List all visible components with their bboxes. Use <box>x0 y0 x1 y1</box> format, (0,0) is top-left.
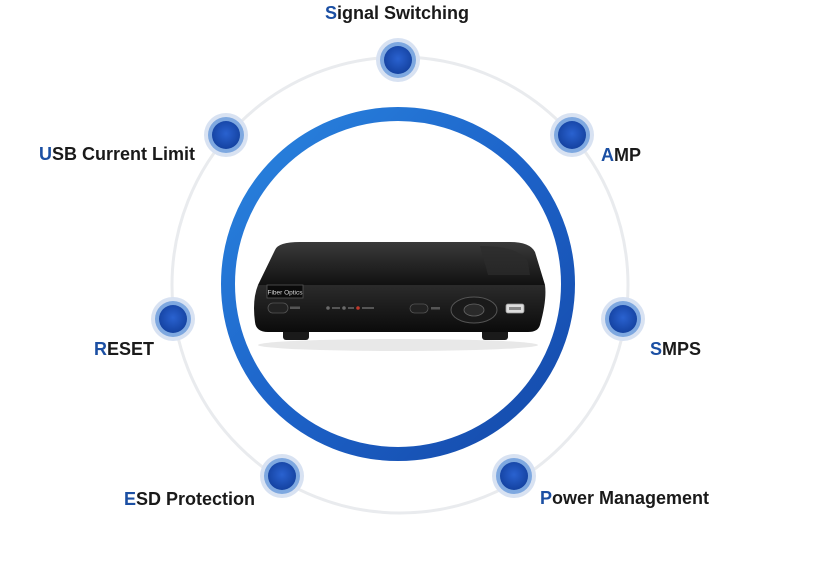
node-usb-current-limit <box>204 113 248 157</box>
node-reset <box>151 297 195 341</box>
label-usb-current-limit: USB Current Limit <box>39 144 196 164</box>
node-esd-protection <box>260 454 304 498</box>
label-reset: RESET <box>94 339 155 359</box>
set-top-box-image: Fiber Optics <box>254 242 546 351</box>
node-power-management <box>492 454 536 498</box>
label-amp: AMP <box>601 145 641 165</box>
inner-ring <box>221 107 575 461</box>
device-label: Fiber Optics <box>267 290 303 297</box>
node-signal-switching <box>376 38 420 82</box>
label-esd-protection: ESD Protection <box>124 489 256 509</box>
node-smps <box>601 297 645 341</box>
label-smps: SMPS <box>650 339 702 359</box>
label-power-management: Power Management <box>540 488 710 508</box>
node-amp <box>550 113 594 157</box>
label-signal-switching: Signal Switching <box>325 3 470 23</box>
